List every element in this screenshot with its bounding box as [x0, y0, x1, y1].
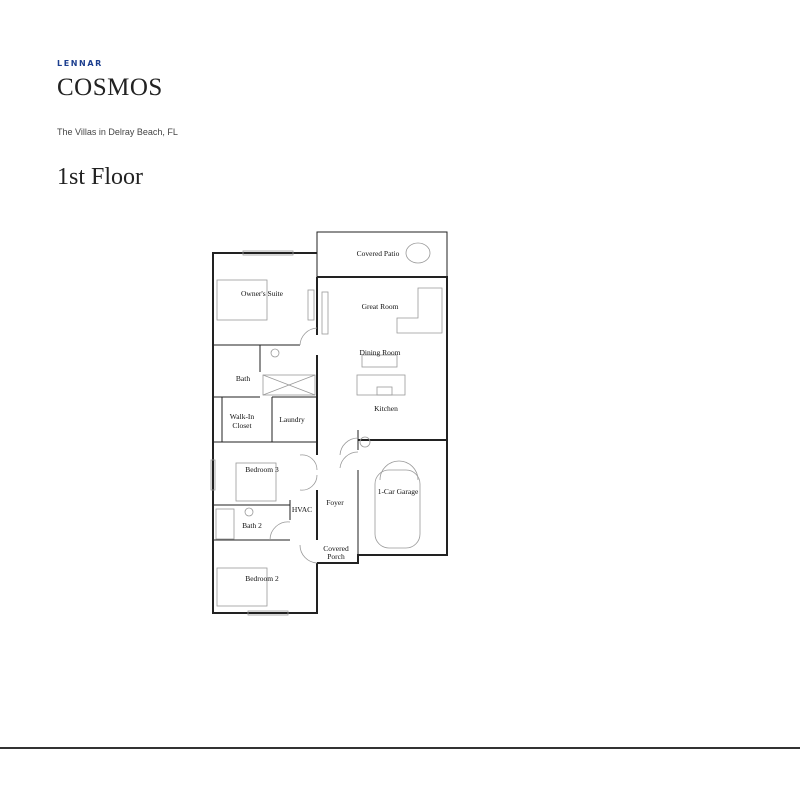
- room-label-bath-2: Bath 2: [242, 521, 262, 530]
- room-label-hvac: HVAC: [292, 505, 312, 514]
- room-label-garage: 1-Car Garage: [378, 487, 419, 496]
- room-label-great-room: Great Room: [362, 302, 399, 311]
- room-label-bath: Bath: [236, 374, 250, 383]
- room-label-owners-suite: Owner's Suite: [241, 289, 284, 298]
- room-label-laundry: Laundry: [279, 415, 305, 424]
- room-label-bedroom-3: Bedroom 3: [245, 465, 279, 474]
- room-label-covered-porch-2: Porch: [327, 552, 345, 561]
- walls: [210, 231, 448, 616]
- room-label-covered-patio: Covered Patio: [357, 249, 400, 258]
- community-subtitle: The Villas in Delray Beach, FL: [57, 127, 178, 137]
- room-label-dining-room: Dining Room: [359, 348, 400, 357]
- room-label-walk-in-closet: Walk-In: [230, 412, 255, 421]
- brand-logo: LENNAR: [57, 59, 103, 68]
- room-label-walk-in-closet-2: Closet: [232, 421, 252, 430]
- room-label-bedroom-2: Bedroom 2: [245, 574, 279, 583]
- room-label-kitchen: Kitchen: [374, 404, 398, 413]
- plan-title: COSMOS: [57, 74, 163, 101]
- footer-divider: [0, 747, 800, 749]
- room-labels: Covered Patio Owner's Suite Great Room D…: [230, 249, 419, 583]
- room-label-covered-porch: Covered: [323, 544, 349, 553]
- room-label-foyer: Foyer: [326, 498, 344, 507]
- floor-label: 1st Floor: [57, 164, 144, 190]
